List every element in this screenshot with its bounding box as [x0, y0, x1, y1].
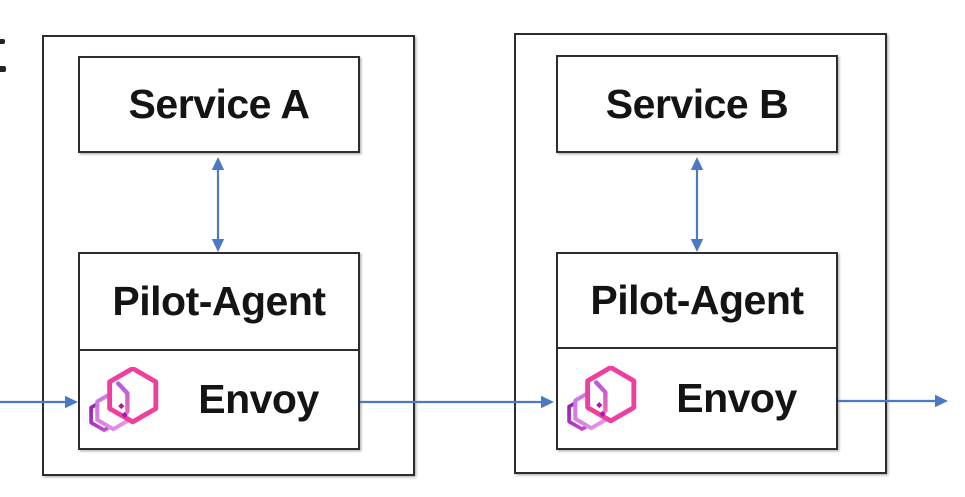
envoy-logo-icon	[89, 367, 159, 433]
pod-b-boundary	[514, 33, 887, 474]
cropped-text-fragment	[0, 39, 5, 44]
envoy-a-box: Envoy	[78, 351, 360, 450]
pilot-agent-a-box: Pilot-Agent	[78, 252, 360, 351]
service-a-box: Service A	[78, 56, 360, 153]
pilot-agent-b-box: Pilot-Agent	[556, 252, 838, 349]
service-b-box: Service B	[556, 55, 838, 153]
pilot-agent-b-label: Pilot-Agent	[590, 277, 804, 323]
pilot-agent-a-label: Pilot-Agent	[112, 278, 326, 324]
service-b-label: Service B	[605, 80, 789, 127]
envoy-logo-icon	[567, 366, 637, 432]
service-a-label: Service A	[128, 81, 310, 127]
envoy-b-box: Envoy	[556, 349, 838, 450]
pod-a-boundary	[42, 35, 415, 476]
cropped-text-fragment	[0, 66, 6, 72]
envoy-a-label: Envoy	[198, 376, 319, 422]
outbound-arrowhead-icon	[935, 394, 948, 408]
envoy-b-label: Envoy	[676, 375, 797, 421]
